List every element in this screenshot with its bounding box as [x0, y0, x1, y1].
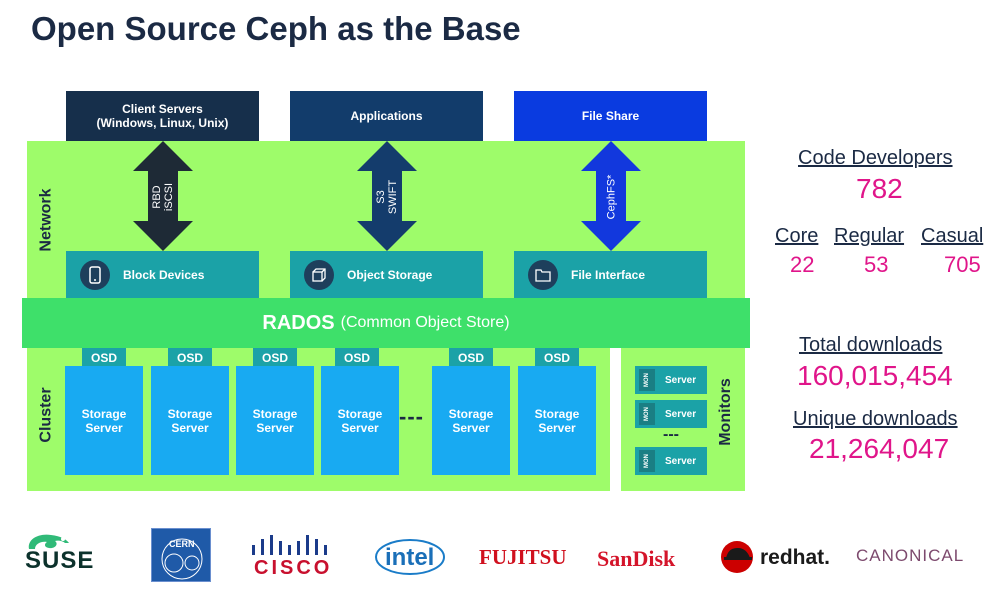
fujitsu-logo: FUJITSU [479, 545, 567, 569]
monitor-row: MON Server [635, 366, 707, 394]
monitors-label: Monitors [716, 378, 734, 446]
storage-server: Storage Server [432, 366, 510, 475]
intel-logo-text: intel [385, 544, 435, 571]
total-downloads-label: Total downloads [799, 334, 943, 356]
osd-label: OSD [535, 348, 579, 368]
object-storage-box: Object Storage [290, 251, 483, 299]
casual-label: Casual [921, 225, 984, 247]
folder-icon [528, 260, 558, 290]
rbd-iscsi-label: RBD iSCSI [151, 182, 175, 212]
cern-logo: CERN [151, 528, 211, 582]
mon-tag: MON [639, 450, 655, 472]
redhat-logo: redhat. [720, 540, 830, 576]
storage-server: Storage Server [65, 366, 143, 475]
s3-swift-arrow [357, 141, 417, 251]
block-devices-label: Block Devices [123, 268, 205, 282]
applications-box: Applications [290, 91, 483, 141]
monitors-ellipsis: --- [663, 426, 679, 443]
file-interface-label: File Interface [571, 268, 646, 282]
storage-server: Storage Server [236, 366, 314, 475]
sandisk-logo: SanDisk [597, 546, 676, 571]
rbd-iscsi-arrow [133, 141, 193, 251]
object-storage-label: Object Storage [347, 268, 433, 282]
unique-downloads-value: 21,264,047 [809, 433, 950, 464]
osd-label: OSD [449, 348, 493, 368]
osd-label: OSD [335, 348, 379, 368]
block-devices-box: Block Devices [66, 251, 259, 299]
suse-logo: SUSE [25, 533, 94, 574]
casual-value: 705 [944, 252, 981, 277]
cisco-bars-icon [252, 535, 327, 555]
mon-tag: MON [639, 403, 655, 425]
network-label: Network [38, 188, 55, 252]
storage-server: Storage Server [518, 366, 596, 475]
rados-name: RADOS [262, 311, 335, 334]
cube-icon [304, 260, 334, 290]
core-label: Core [775, 225, 819, 247]
cephfs-label: CephFS* [604, 174, 617, 220]
page-title: Open Source Ceph as the Base [31, 10, 521, 47]
cephfs-arrow [581, 141, 641, 251]
monitor-server-label: Server [665, 374, 697, 386]
mon-tag: MON [639, 369, 655, 391]
client-servers-box: Client Servers (Windows, Linux, Unix) [66, 91, 259, 141]
suse-logo-text: SUSE [25, 547, 95, 574]
regular-label: Regular [834, 225, 905, 247]
suse-chameleon-icon [28, 534, 69, 549]
monitor-row: MON Server [635, 400, 707, 428]
regular-value: 53 [864, 252, 889, 277]
total-downloads-value: 160,015,454 [797, 360, 953, 391]
code-developers-value: 782 [856, 173, 903, 204]
redhat-shadowman-icon [721, 541, 753, 573]
redhat-logo-text: redhat. [760, 546, 831, 569]
storage-server: Storage Server [321, 366, 399, 475]
osd-label: OSD [168, 348, 212, 368]
storage-server: Storage Server [151, 366, 229, 475]
phone-icon [80, 260, 110, 290]
rados-subtitle: (Common Object Store) [340, 314, 510, 331]
cluster-ellipsis: --- [399, 404, 424, 429]
monitor-server-label: Server [665, 455, 697, 467]
cisco-logo: CISCO [248, 535, 334, 579]
cluster-label: Cluster [38, 387, 55, 443]
osd-label: OSD [253, 348, 297, 368]
cisco-logo-text: CISCO [254, 557, 333, 579]
code-developers-label: Code Developers [798, 147, 953, 169]
unique-downloads-label: Unique downloads [793, 408, 958, 430]
canonical-logo: CANONICAL [856, 546, 965, 565]
monitor-server-label: Server [665, 408, 697, 420]
cern-logo-text: CERN [169, 539, 195, 549]
osd-label: OSD [82, 348, 126, 368]
file-interface-box: File Interface [514, 251, 707, 299]
s3-swift-label: S3 SWIFT [375, 179, 399, 215]
monitor-row: MON Server [635, 447, 707, 475]
intel-logo: intel [374, 537, 446, 577]
core-value: 22 [790, 252, 815, 277]
rados-bar: RADOS (Common Object Store) [22, 298, 750, 348]
file-share-box: File Share [514, 91, 707, 141]
